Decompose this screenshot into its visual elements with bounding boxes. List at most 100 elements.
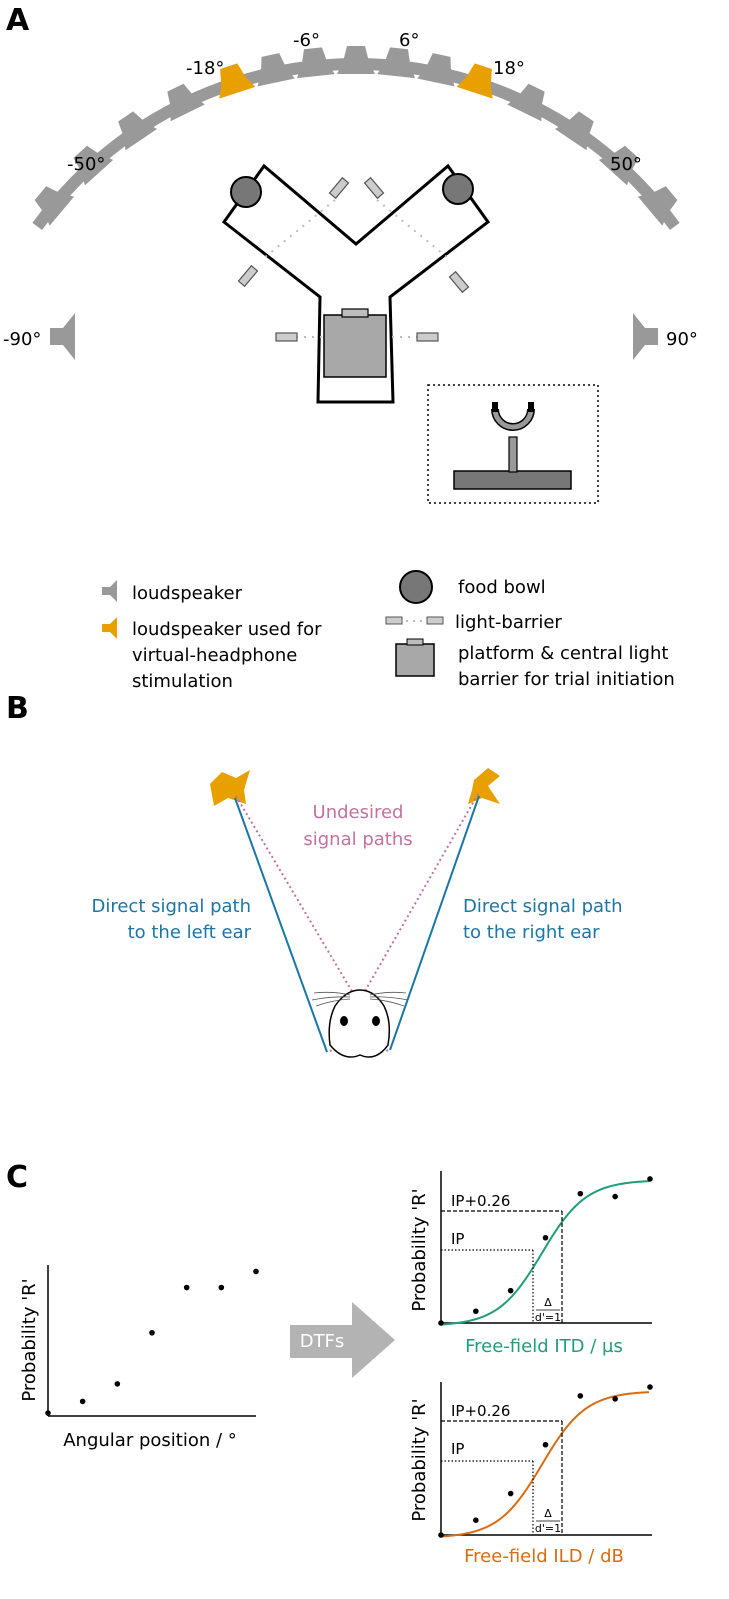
ild-plot-ylabel: Probability 'R' [409, 1398, 430, 1521]
data-point [612, 1396, 618, 1402]
loudspeaker-90 [633, 313, 658, 360]
loudspeaker [417, 53, 455, 87]
loudspeaker [167, 83, 205, 122]
food-bowl-left [230, 176, 262, 208]
panel-a-letter: A [6, 3, 30, 38]
platform [323, 314, 387, 378]
ild-plot-xlabel: Free-field ILD / dB [464, 1546, 624, 1567]
legend-loudspeaker-used-line1: loudspeaker used for [132, 619, 322, 640]
y-maze [221, 163, 491, 404]
direct-path-left [234, 797, 328, 1053]
itd-plot-xlabel: Free-field ITD / µs [465, 1336, 623, 1357]
data-point [114, 1381, 121, 1387]
data-point [253, 1268, 259, 1275]
legend-loudspeaker-used-icon [102, 617, 117, 639]
angle-label-minus-50: -50° [67, 154, 105, 175]
angle-label-90: 90° [666, 329, 698, 350]
left-plot-points [45, 1268, 259, 1416]
panel-c-letter: C [6, 1160, 28, 1195]
loudspeaker [377, 47, 416, 79]
angle-label-18: 18° [493, 58, 525, 79]
right-ear-path-line1: Direct signal path [463, 896, 623, 917]
loudspeaker [34, 186, 75, 226]
ild-ip-label: IP [451, 1440, 464, 1458]
loudspeaker-minus-90 [50, 313, 75, 360]
undesired-paths-line2: signal paths [303, 829, 412, 850]
left-plot-ylabel: Probability 'R' [19, 1278, 40, 1401]
data-point [647, 1176, 653, 1182]
virtual-headphone-speaker-left [210, 770, 250, 806]
itd-dprime-label: d'=1 [535, 1311, 561, 1324]
gerbil-head [311, 989, 409, 1058]
loudspeaker [337, 46, 375, 74]
legend-light-barrier-icon [385, 616, 444, 625]
data-point [507, 1490, 514, 1497]
data-point [612, 1193, 618, 1200]
itd-ip-label: IP [451, 1230, 464, 1248]
data-point [577, 1393, 584, 1399]
legend-loudspeaker-used-line2: virtual-headphone [132, 645, 297, 666]
itd-delta-label: Δ [544, 1296, 552, 1309]
loudspeaker-virtual-headphone [219, 63, 256, 99]
left-ear-path-line2: to the left ear [128, 922, 252, 943]
inset-frame [427, 384, 599, 504]
data-point [473, 1308, 479, 1315]
legend-food-bowl-icon [399, 570, 433, 604]
data-point [507, 1287, 514, 1294]
data-point [438, 1320, 444, 1326]
virtual-headphone-speaker-right [468, 768, 500, 804]
data-point [542, 1441, 549, 1448]
angle-label-6: 6° [399, 30, 419, 51]
right-ear-path-line2: to the right ear [463, 922, 600, 943]
central-light-barrier [341, 308, 369, 318]
loudspeaker-arc [32, 46, 680, 230]
loudspeaker [118, 111, 158, 151]
data-point [438, 1532, 444, 1538]
loudspeaker [257, 53, 295, 87]
data-point [183, 1284, 190, 1291]
loudspeaker [637, 186, 678, 226]
panel-b-letter: B [6, 691, 29, 726]
ild-dprime-label: d'=1 [535, 1522, 561, 1535]
dtf-arrow-label: DTFs [300, 1331, 345, 1352]
undesired-paths-line1: Undesired [313, 802, 404, 823]
data-point [218, 1284, 225, 1291]
itd-plot [438, 1171, 653, 1326]
data-point [79, 1398, 86, 1405]
legend-loudspeaker-used-line3: stimulation [132, 671, 233, 692]
ild-plot [438, 1382, 653, 1538]
legend-light-barrier-label: light-barrier [455, 612, 562, 633]
ild-ip-plus-label: IP+0.26 [451, 1402, 510, 1420]
itd-plot-ylabel: Probability 'R' [409, 1188, 430, 1311]
left-ear-path-line1: Direct signal path [91, 896, 251, 917]
food-bowl-right [442, 173, 474, 205]
loudspeaker-virtual-headphone [456, 63, 493, 99]
itd-data-points [438, 1176, 653, 1326]
loudspeaker [554, 111, 594, 151]
angular-position-plot [45, 1265, 259, 1417]
legend-loudspeaker-icon [102, 580, 117, 602]
left-plot-xlabel: Angular position / ° [63, 1430, 237, 1451]
angle-label-minus-6: -6° [293, 30, 320, 51]
angle-label-minus-18: -18° [186, 58, 224, 79]
data-point [473, 1517, 479, 1523]
data-point [542, 1234, 549, 1241]
loudspeaker [598, 145, 639, 186]
legend-platform-line2: barrier for trial initiation [458, 669, 675, 690]
data-point [647, 1384, 653, 1390]
ild-data-points [438, 1384, 653, 1538]
angle-label-minus-90: -90° [3, 329, 41, 350]
loudspeaker [73, 145, 114, 186]
itd-ip-plus-label: IP+0.26 [451, 1192, 510, 1210]
data-point [577, 1190, 584, 1197]
legend-platform-icon [395, 638, 435, 677]
loudspeaker [507, 83, 545, 122]
ild-delta-label: Δ [544, 1507, 552, 1520]
inset-platform-drawing [453, 402, 572, 490]
data-point [45, 1410, 51, 1416]
legend-platform-line1: platform & central light [458, 643, 668, 664]
legend-food-bowl-label: food bowl [458, 577, 546, 598]
direct-path-right [389, 795, 480, 1051]
itd-psychometric-curve [440, 1180, 650, 1326]
legend-loudspeaker-label: loudspeaker [132, 583, 243, 604]
